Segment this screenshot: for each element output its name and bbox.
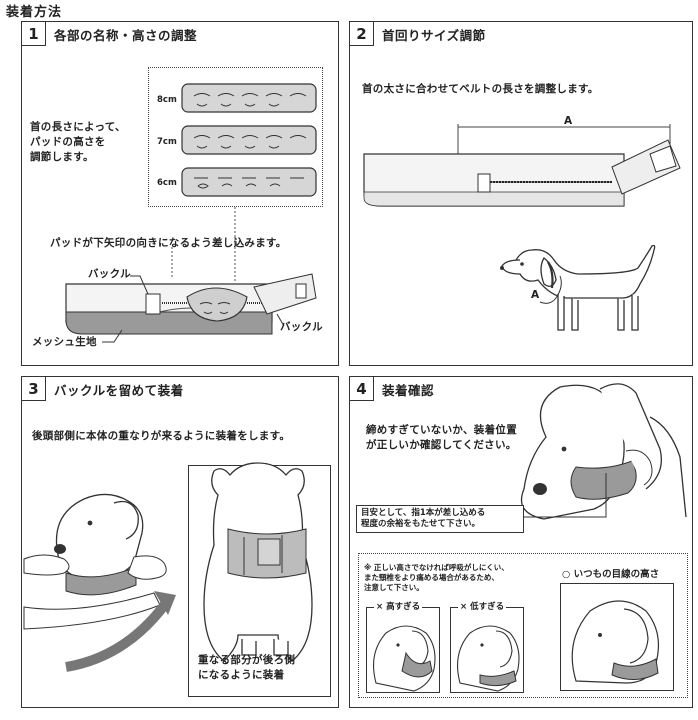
panel-3-number: 3 [22,377,46,401]
label-a-belt: A [564,115,573,127]
too-high-label: × 高すぎる [374,602,423,613]
too-low-label: × 低すぎる [458,602,507,613]
back-collar [227,528,307,579]
panel-3-header: 3 バックルを留めて装着 [22,377,184,401]
panel-4-text: 締めすぎていないか、装着位置 が正しいか確認してください。 [366,424,517,451]
panel-1-instruction: パッドが下矢印の向きになるよう差し込みます。 [50,237,287,249]
panel-4-number: 4 [350,377,374,401]
panel-2-illustration [363,124,681,331]
panel-4-header: 4 装着確認 [350,377,434,401]
panel-2-number: 2 [350,22,374,46]
label-buckle-right: バックル [280,321,323,333]
panel-2: 2 首回りサイズ調節 首の太さに合わせてベルトの長さを調整します。 A A [349,21,693,366]
panel-4-note: ※ 正しい高さでなければ呼吸がしにくい、 また頸椎をより痛める場合があるため、 … [364,563,509,592]
pad-size-frame [148,67,323,207]
panel-1: 1 各部の名称・高さの調整 首の長さによって、 パッドの高さを 調節します。 8… [21,21,339,366]
panel-1-side-text: 首の長さによって、 パッドの高さを 調節します。 [30,121,126,163]
size-label-8: 8cm [157,95,177,105]
collar-body [65,273,317,335]
panel-2-title: 首回りサイズ調節 [382,27,486,43]
panel-3-title: バックルを留めて装着 [54,382,184,398]
dachshund [501,244,656,331]
panel-4: 4 装着確認 締めすぎていないか、装着位置 が正しいか確認してください。 目安と… [349,376,693,708]
panel-1-title: 各部の名称・高さの調整 [54,27,198,43]
panel-1-header: 1 各部の名称・高さの調整 [22,22,197,46]
label-a-dog: A [531,289,540,301]
panel-3-caption: 重なる部分が後ろ側 になるように装着 [198,654,296,681]
panel-4-illustration [394,383,687,520]
correct-height-label: ○ いつもの目線の高さ [562,569,660,580]
panel-3-illustration [23,462,313,672]
size-label-6: 6cm [157,178,177,188]
panel-4-height-examples [373,600,659,692]
label-mesh: メッシュ生地 [32,336,97,348]
panel-2-text: 首の太さに合わせてベルトの長さを調整します。 [362,83,599,95]
panel-4-title: 装着確認 [382,382,435,398]
pad-8cm [181,83,317,197]
size-label-7: 7cm [157,137,177,147]
page-title: 装着方法 [6,5,63,20]
panel-3: 3 バックルを留めて装着 後頭部側に本体の重なりが来るように装着をします。 重な [21,376,339,708]
panel-1-number: 1 [22,22,46,46]
guide-note-box [356,505,524,533]
height-check-frame [358,553,688,698]
panel-3-text: 後頭部側に本体の重なりが来るように装着をします。 [32,430,291,442]
panel-1-illustration [65,83,317,343]
panel-2-header: 2 首回りサイズ調節 [350,22,486,46]
label-buckle-left: バックル [88,268,131,280]
panel-4-guide: 目安として、指1本が差し込める 程度の余裕をもたせて下さい。 [361,508,486,529]
